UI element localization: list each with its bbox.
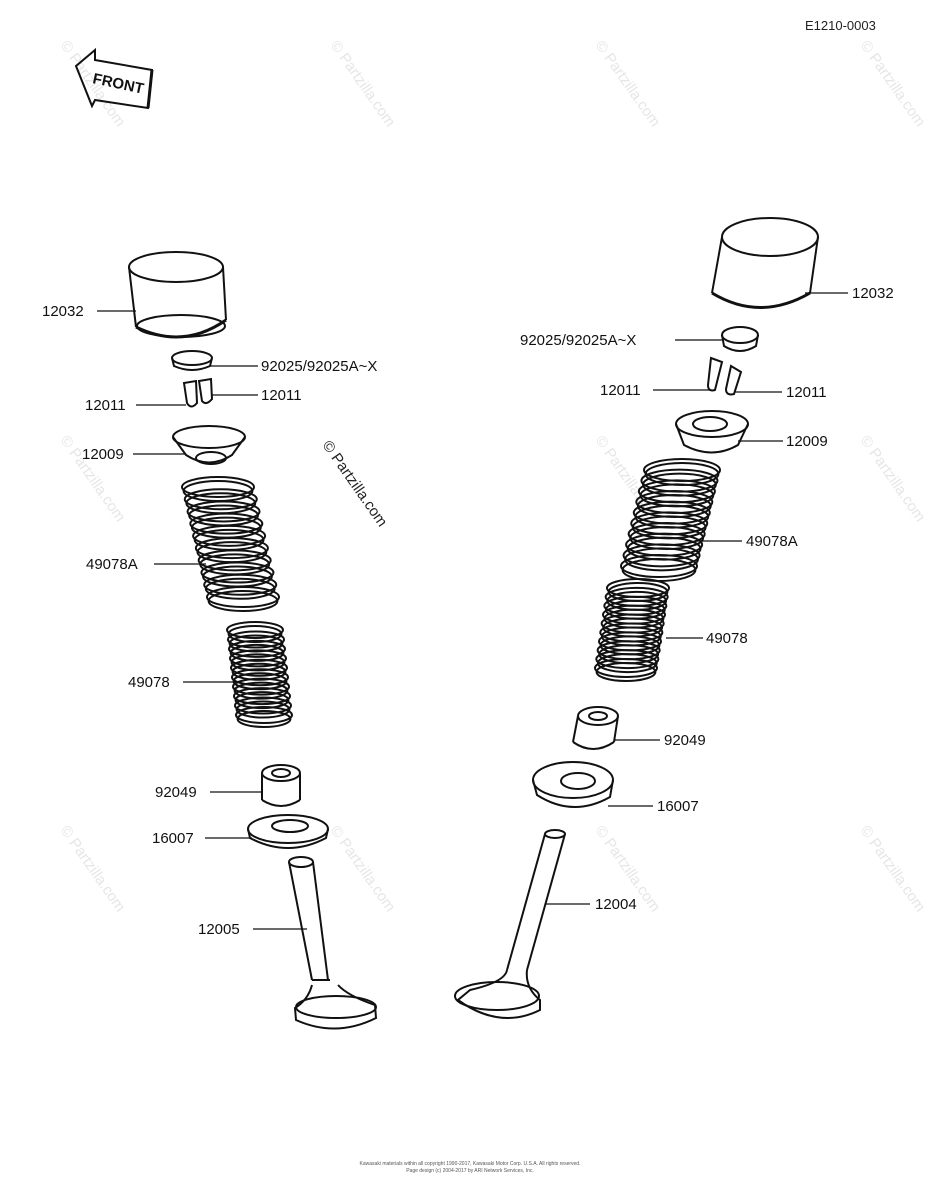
spring-coil xyxy=(233,681,289,700)
spring-coil xyxy=(232,672,288,691)
watermark: © Partzilla.com xyxy=(57,823,129,916)
copyright-footer: Kawasaki materials within all copyright … xyxy=(360,1161,581,1174)
part-label[interactable]: 92025/92025A~X xyxy=(520,332,636,349)
leader-lines xyxy=(97,292,848,930)
spring-coil xyxy=(231,662,287,681)
footer-line: Page design (c) 2004-2017 by ARI Network… xyxy=(406,1168,534,1174)
watermark: © Partzilla.com xyxy=(592,38,664,131)
spring-coil xyxy=(595,649,660,670)
left-shim xyxy=(171,350,213,371)
part-label[interactable]: 12009 xyxy=(82,446,124,463)
spring-coil xyxy=(186,500,261,523)
spring-coil xyxy=(197,549,272,572)
left-valve-assembly xyxy=(128,251,378,1030)
right-inner-spring xyxy=(594,578,670,682)
part-label[interactable]: 16007 xyxy=(152,830,194,847)
part-label[interactable]: 16007 xyxy=(657,798,699,815)
part-label[interactable]: 12005 xyxy=(198,921,240,938)
spring-coil xyxy=(192,524,267,547)
right-bucket-tappet xyxy=(711,217,819,309)
spring-coil xyxy=(235,706,293,724)
part-label[interactable]: 12009 xyxy=(786,433,828,450)
spring-coil xyxy=(183,488,258,511)
right-outer-spring xyxy=(620,458,721,582)
spring-coil xyxy=(206,586,280,608)
spring-coil xyxy=(229,649,287,668)
part-label[interactable]: 92049 xyxy=(155,784,197,801)
diagram-code: E1210-0003 xyxy=(805,18,876,33)
right-valve-seal xyxy=(572,706,619,750)
spring-coil xyxy=(181,476,255,498)
spring-coil xyxy=(595,662,657,682)
left-outer-spring xyxy=(181,476,280,612)
right-valve-assembly xyxy=(454,217,819,1019)
spring-coil xyxy=(228,634,284,653)
spring-coil xyxy=(229,643,285,662)
right-shim xyxy=(721,326,759,352)
watermark: © Partzilla.com xyxy=(327,38,399,131)
spring-coil xyxy=(230,658,288,677)
spring-coil xyxy=(236,710,292,728)
footer-line: Kawasaki materials within all copyright … xyxy=(360,1161,581,1167)
spring-coil xyxy=(622,543,701,568)
spring-coil xyxy=(226,621,284,639)
spring-coil xyxy=(233,687,291,706)
right-valve xyxy=(454,829,566,1019)
left-retainer xyxy=(172,425,246,465)
part-label[interactable]: 12011 xyxy=(261,387,302,404)
spring-coil xyxy=(200,561,275,584)
watermark: © Partzilla.com xyxy=(857,38,929,131)
left-valve-seal xyxy=(261,764,301,807)
left-inner-spring xyxy=(226,621,293,728)
spring-coil xyxy=(232,677,290,696)
watermark-center: © Partzilla.com xyxy=(319,438,391,531)
spring-coil xyxy=(203,573,278,596)
part-label[interactable]: 92049 xyxy=(664,732,706,749)
part-label[interactable]: 12011 xyxy=(786,384,827,401)
left-spring-seat xyxy=(247,814,329,849)
right-spring-seat xyxy=(532,761,614,808)
spring-coil xyxy=(189,512,264,535)
part-label[interactable]: 12011 xyxy=(85,397,126,414)
part-label[interactable]: 49078A xyxy=(746,533,798,550)
right-keepers xyxy=(706,356,743,396)
spring-coil xyxy=(235,700,291,719)
spring-coil xyxy=(230,653,286,672)
spring-coil xyxy=(624,547,699,572)
part-label[interactable]: 92025/92025A~X xyxy=(261,358,377,375)
part-labels: 12032 92025/92025A~X 12011 12011 12009 4… xyxy=(42,285,894,938)
spring-coil xyxy=(228,639,286,658)
part-label[interactable]: 12004 xyxy=(595,896,637,913)
spring-coil xyxy=(227,630,285,649)
spring-coil xyxy=(194,537,269,560)
watermark: © Partzilla.com xyxy=(327,823,399,916)
part-label[interactable]: 49078 xyxy=(128,674,170,691)
part-label[interactable]: 12032 xyxy=(42,303,84,320)
watermark: © Partzilla.com xyxy=(857,823,929,916)
spring-coil xyxy=(204,577,276,600)
spring-coil xyxy=(620,554,698,578)
spring-coil xyxy=(234,691,290,710)
part-label[interactable]: 49078 xyxy=(706,630,748,647)
part-label[interactable]: 12032 xyxy=(852,285,894,302)
left-valve xyxy=(288,856,378,1030)
spring-coil xyxy=(594,658,658,678)
spring-coil xyxy=(234,696,292,715)
watermark: © Partzilla.com xyxy=(857,433,929,526)
left-keepers xyxy=(182,377,214,408)
left-bucket-tappet xyxy=(128,251,227,339)
spring-coil xyxy=(227,625,283,643)
part-label[interactable]: 49078A xyxy=(86,556,138,573)
spring-coil xyxy=(207,590,279,612)
part-label[interactable]: 12011 xyxy=(600,382,641,399)
right-retainer xyxy=(675,410,749,454)
spring-coil xyxy=(231,668,289,687)
